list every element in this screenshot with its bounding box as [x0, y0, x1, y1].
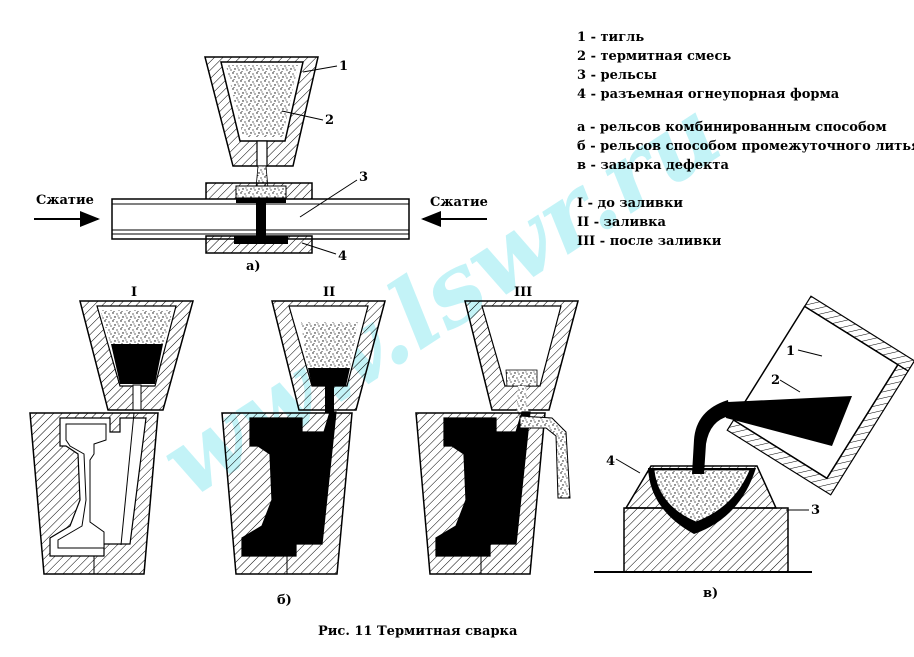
stage-label-2: II	[323, 285, 335, 300]
legend-item: б - рельсов способом промежуточного лить…	[577, 139, 914, 154]
panel-v: 1 2 3 4	[594, 295, 914, 573]
legend-item: 2 - термитная смесь	[577, 49, 731, 64]
label-a-3: 3	[359, 170, 368, 185]
weld-a	[234, 198, 288, 244]
sublabel-v: в)	[703, 586, 718, 601]
panel-b-stage-3: III	[415, 285, 579, 575]
legend-item: 1 - тигль	[577, 30, 644, 45]
legend-item: II - заливка	[577, 215, 667, 230]
panel-b-stage-1: I	[29, 285, 194, 575]
legend: 1 - тигль 2 - термитная смесь 3 - рельсы…	[577, 30, 914, 249]
compress-label-left: Сжатие	[36, 193, 94, 208]
label-v-2: 2	[771, 373, 780, 388]
panel-a: Сжатие Сжатие 1 2 3 4 а)	[34, 56, 488, 274]
sublabel-a: а)	[246, 259, 261, 274]
sublabel-b: б)	[277, 593, 292, 608]
label-v-1: 1	[786, 344, 795, 359]
legend-item: в - заварка дефекта	[577, 158, 729, 173]
stage-label-3: III	[514, 285, 532, 300]
label-v-4: 4	[606, 454, 615, 469]
figure-caption: Рис. 11 Термитная сварка	[318, 624, 518, 639]
compress-label-right: Сжатие	[430, 195, 488, 210]
crucible-v	[732, 305, 899, 480]
legend-item: 3 - рельсы	[577, 68, 657, 83]
stage-label-1: I	[131, 285, 137, 300]
label-a-2: 2	[325, 113, 334, 128]
legend-item: 4 - разъемная огнеупорная форма	[577, 87, 840, 102]
label-a-1: 1	[339, 59, 348, 74]
slag-overflow	[519, 415, 571, 499]
panel-b-stage-2: II	[221, 285, 386, 575]
legend-item: I - до заливки	[577, 196, 683, 211]
label-a-4: 4	[338, 249, 347, 264]
legend-item: а - рельсов комбинированным способом	[577, 120, 887, 135]
label-v-3: 3	[811, 503, 820, 518]
legend-item: III - после заливки	[577, 234, 722, 249]
thermite-mix-a	[226, 65, 298, 137]
